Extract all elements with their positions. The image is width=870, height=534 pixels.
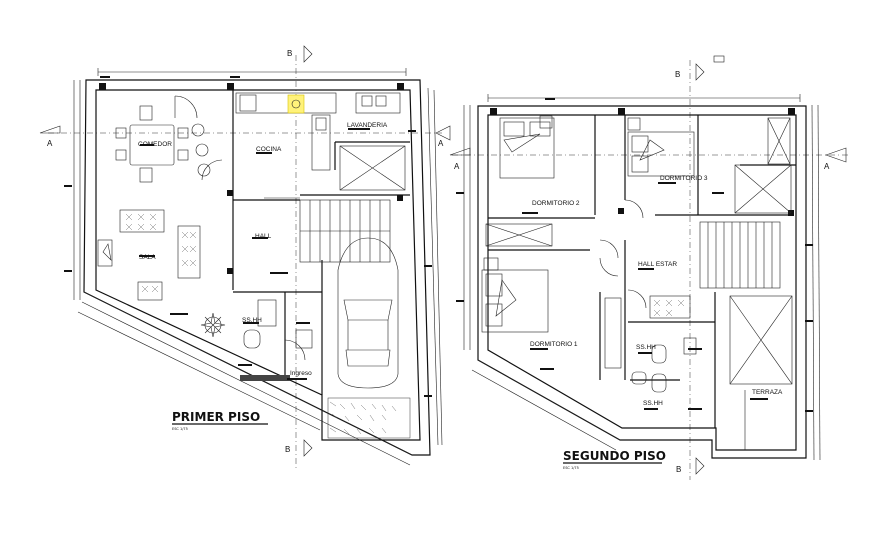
label-dormitorio-2: DORMITORIO 2 bbox=[532, 200, 580, 207]
label-sshh-2a: SS.HH bbox=[636, 344, 656, 351]
segundo-piso-plan bbox=[456, 94, 821, 461]
label-cocina: COCINA bbox=[256, 146, 282, 153]
section-mark-b-bottom-2: B bbox=[676, 465, 681, 474]
section-mark-b-bottom-1: B bbox=[285, 445, 290, 454]
label-comedor: COMEDOR bbox=[138, 141, 172, 148]
section-lines bbox=[39, 45, 850, 480]
label-sshh-2b: SS.HH bbox=[643, 400, 663, 407]
label-lavanderia: LAVANDERIA bbox=[347, 122, 388, 129]
label-terraza: TERRAZA bbox=[752, 389, 783, 396]
section-mark-a-left-1: A bbox=[47, 139, 53, 148]
scale-primer-piso: ESC 1/75 bbox=[172, 427, 188, 431]
primer-piso-plan bbox=[64, 68, 443, 466]
north-marker bbox=[713, 55, 725, 63]
scale-segundo-piso: ESC 1/75 bbox=[563, 466, 579, 470]
label-sshh-1: SS.HH bbox=[242, 317, 262, 324]
section-mark-b-top-2: B bbox=[675, 70, 680, 79]
label-sala: SALA bbox=[139, 254, 156, 261]
section-mark-a-left-2: A bbox=[454, 162, 460, 171]
label-hall: HALL bbox=[255, 233, 272, 240]
title-segundo-piso: SEGUNDO PISO bbox=[563, 449, 666, 463]
label-dormitorio-3: DORMITORIO 3 bbox=[660, 175, 708, 182]
title-primer-piso: PRIMER PISO bbox=[172, 410, 260, 424]
label-ingreso: Ingreso bbox=[290, 370, 312, 377]
section-mark-a-right-1: A bbox=[438, 139, 444, 148]
section-mark-a-right-2: A bbox=[824, 162, 830, 171]
label-dormitorio-1: DORMITORIO 1 bbox=[530, 341, 578, 348]
label-hall-estar: HALL ESTAR bbox=[638, 261, 677, 268]
section-mark-b-top-1: B bbox=[287, 49, 292, 58]
